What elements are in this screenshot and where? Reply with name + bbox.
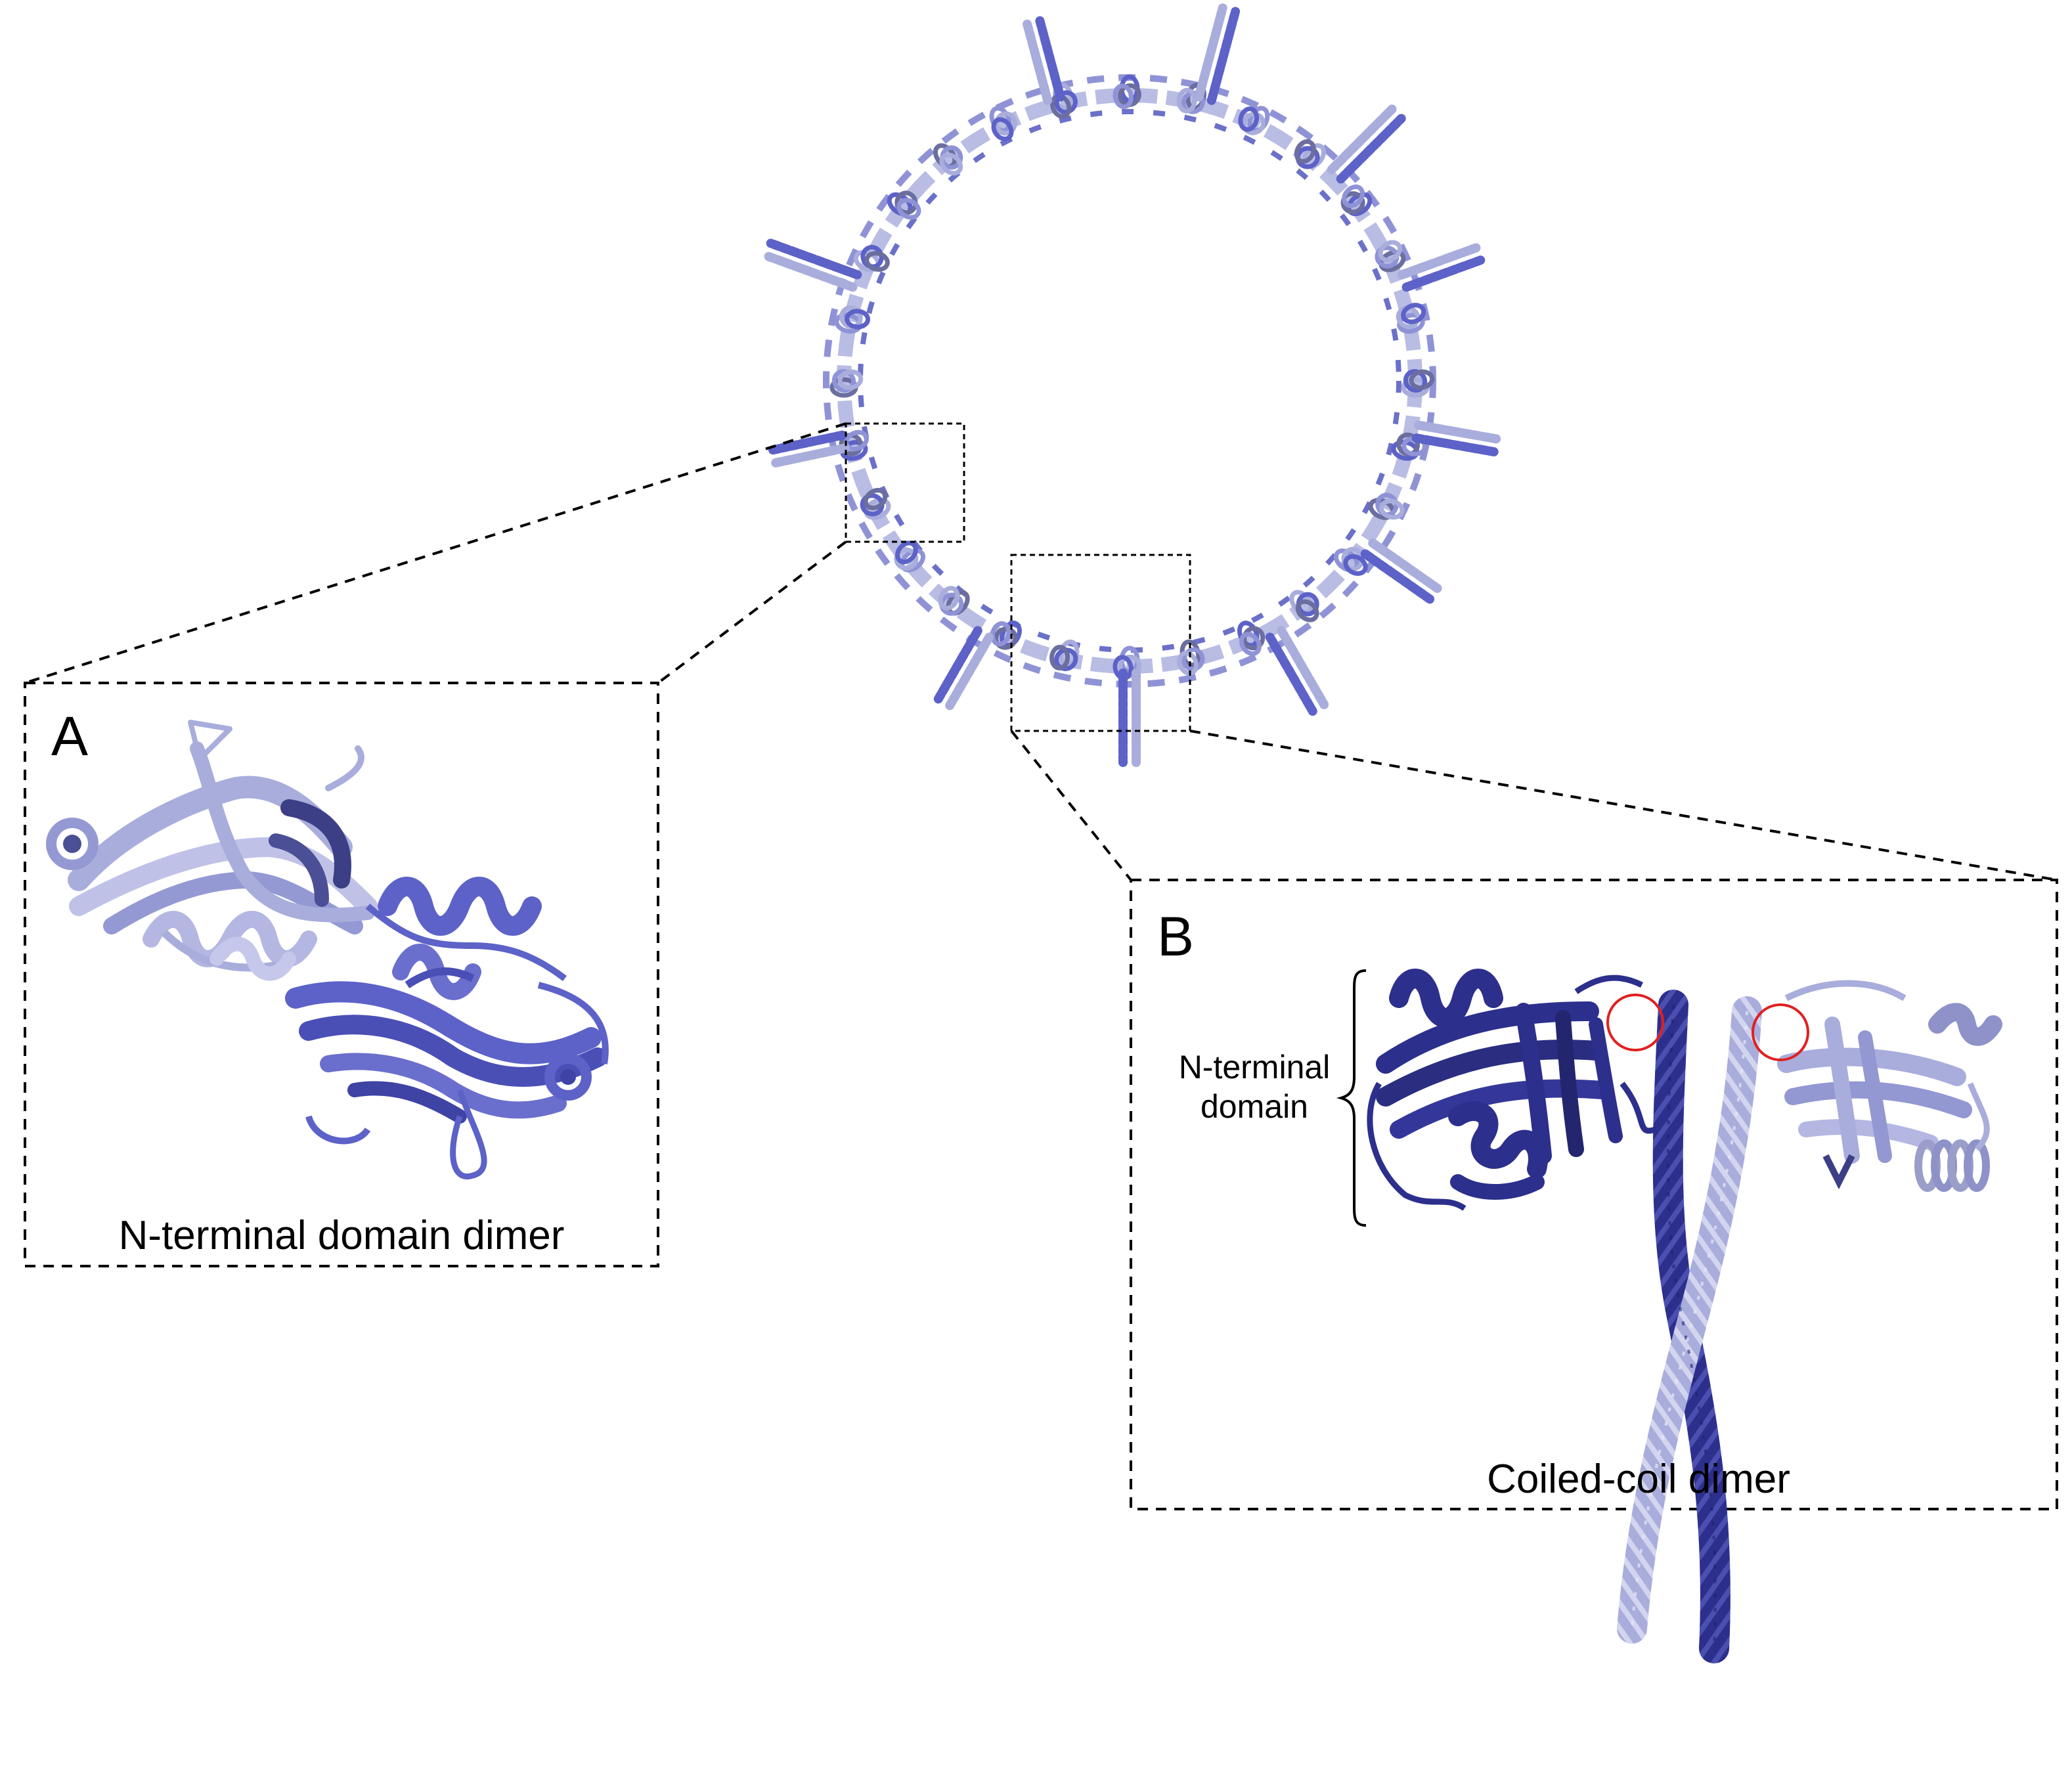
connector-line-b-right [1189, 730, 2058, 881]
ring-domain-knot [938, 586, 970, 616]
ring-spoke-helix [1194, 3, 1227, 102]
ring-spoke-helix [1414, 420, 1501, 444]
panel-b-coiled-coil [1617, 990, 1762, 1663]
ring-domain-knot [1237, 621, 1266, 656]
connector-line-a-right [657, 540, 847, 684]
ring-spoke-helix [1411, 433, 1499, 456]
ring-spoke-helix [1336, 114, 1406, 184]
panel-b-frame [1130, 879, 2058, 1510]
ring-spoke-helix [767, 430, 847, 455]
zoom-box-b [1010, 554, 1191, 732]
ring-domain-knot [1368, 493, 1405, 520]
highlight-circle-left [1606, 994, 1664, 1051]
panel-b-letter: B [1157, 906, 1194, 967]
ring-domain-knot [1113, 74, 1141, 110]
panel-a-domain-medium [285, 877, 609, 1179]
highlight-circle-right [1752, 1003, 1809, 1061]
connector-line-b-left [1010, 730, 1132, 881]
ring-spoke-helix [1035, 16, 1065, 102]
ring-domain-knot [887, 190, 921, 220]
ring-domain-knot [853, 244, 890, 273]
panel-b-light-domain [1777, 980, 2002, 1192]
ring-domain-knot [829, 369, 864, 398]
ring-domain-knot [933, 143, 963, 176]
ring-spoke-helix [1360, 549, 1435, 604]
ring-domain-knot [1238, 106, 1270, 135]
panel-a-frame [24, 682, 659, 1267]
ring-domain-knot [1289, 590, 1319, 623]
ring-domain-knot [1396, 303, 1426, 334]
ring-domain-knot [1375, 240, 1406, 273]
n-terminal-bracket [1336, 969, 1367, 1227]
ring-spoke-helix [1265, 632, 1317, 716]
ring-spoke-helix [1327, 104, 1397, 175]
ring-spoke-helix [945, 632, 994, 711]
ring-spoke-helix [1368, 538, 1442, 593]
ring-outer-detail [823, 74, 1436, 688]
protein-ring-structure [761, 3, 1501, 770]
ring-domain-knot [990, 621, 1022, 650]
ring-inner-detail [858, 109, 1401, 653]
ring-domain-knot [1401, 369, 1435, 398]
bracket-label-line2: domain [1201, 1088, 1308, 1125]
ring-domain-knot [989, 106, 1017, 142]
ring-domain-knot [1177, 639, 1205, 676]
ring-domain-knot [894, 540, 926, 573]
ring-domain-knot [1294, 139, 1327, 169]
light-helix [1617, 996, 1762, 1644]
ring-coiled-coil-spokes [761, 3, 1501, 770]
panel-a-caption: N-terminal domain dimer [119, 1213, 565, 1258]
panel-a-domain-light [46, 720, 378, 981]
ring-spoke-helix [1277, 626, 1329, 709]
ring-spoke-helix [933, 626, 982, 704]
bracket-label-line1: N-terminal [1179, 1049, 1331, 1086]
ring-domain-knot [1340, 184, 1373, 217]
panel-b-caption: Coiled-coil dimer [1487, 1457, 1790, 1502]
panel-a-letter: A [51, 705, 88, 767]
ring-domain-knot [860, 487, 891, 520]
ring-domain-knots [829, 74, 1435, 681]
zoom-box-a [845, 422, 965, 543]
ring-domain-knot [834, 305, 871, 334]
ring-spoke-helix [1206, 7, 1241, 105]
ring-spoke-helix [766, 238, 862, 280]
ring-spoke-helix [770, 443, 850, 468]
ring-domain-knot [1049, 639, 1080, 671]
ring-spoke-helix [1397, 243, 1481, 280]
ring-backbone [837, 88, 1422, 674]
ring-domain-knot [1333, 546, 1368, 576]
ring-spoke-helix [761, 251, 858, 292]
ring-spoke-helix [1401, 255, 1486, 292]
connector-line-a-left [24, 422, 847, 684]
ring-spoke-helix [1023, 19, 1053, 105]
panel-b-dark-domain [1367, 969, 1656, 1211]
